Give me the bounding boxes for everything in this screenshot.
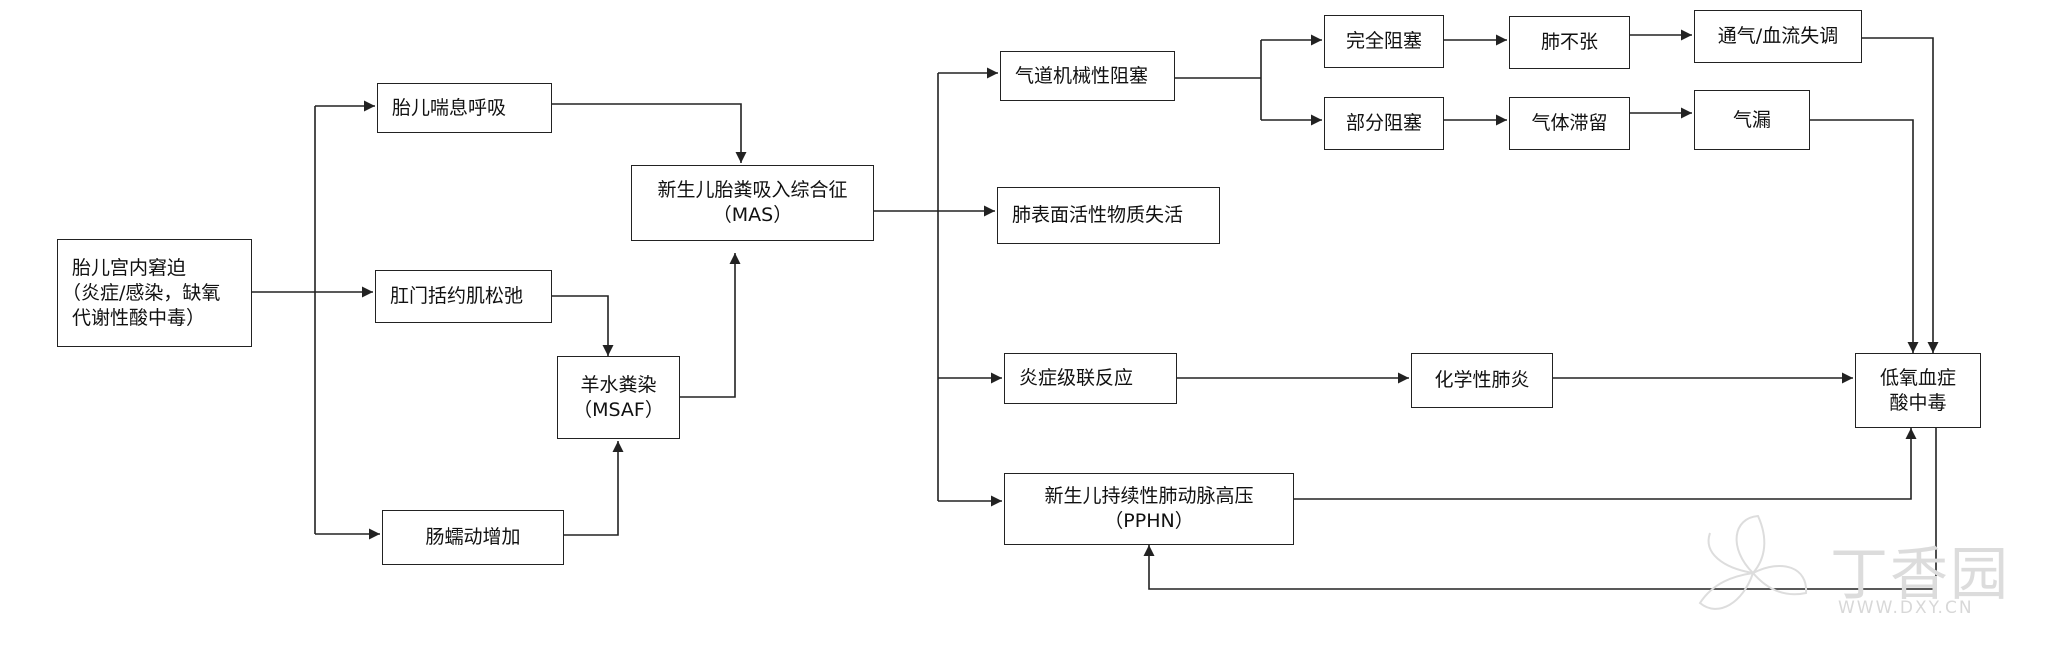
- air-leak-label: 气漏: [1732, 108, 1771, 131]
- anal-sphincter-label: 肛门括约肌松弛: [390, 285, 524, 307]
- partial-obstruction-label: 部分阻塞: [1345, 112, 1422, 134]
- pphn-line1: 新生儿持续性肺动脉高压: [1044, 485, 1254, 507]
- watermark-brand-text: 丁香园: [1830, 540, 2011, 608]
- node-partial-obstruction: 部分阻塞: [1324, 97, 1444, 150]
- hypoxemia-line1: 低氧血症: [1879, 366, 1956, 389]
- bowel-peristalsis-label: 肠蠕动增加: [425, 526, 521, 548]
- hypoxemia-line2: 酸中毒: [1889, 391, 1947, 414]
- edge-vq-to-hypoxemia: [1862, 37, 1939, 353]
- node-airway-obstruction: 气道机械性阻塞: [1000, 51, 1175, 101]
- vq-mismatch-label: 通气/血流失调: [1717, 25, 1839, 47]
- chemical-pneumonitis-label: 化学性肺炎: [1434, 369, 1530, 391]
- fetal-distress-line2: （炎症/感染，缺氧: [62, 281, 221, 304]
- edge-sphincter-to-msaf: [552, 295, 614, 356]
- node-complete-obstruction: 完全阻塞: [1324, 15, 1444, 68]
- fetal-distress-line3: 代谢性酸中毒）: [72, 306, 206, 329]
- node-anal-sphincter: 肛门括约肌松弛: [375, 270, 552, 323]
- node-pphn: 新生儿持续性肺动脉高压 （PPHN）: [1004, 473, 1294, 545]
- node-chemical-pneumonitis: 化学性肺炎: [1411, 353, 1553, 408]
- node-air-leak: 气漏: [1694, 90, 1810, 150]
- edge-pphn-to-hypoxemia: [1294, 428, 1917, 500]
- node-msaf: 羊水粪染 （MSAF）: [557, 356, 680, 439]
- node-bowel-peristalsis: 肠蠕动增加: [382, 510, 564, 565]
- airway-obstruction-label: 气道机械性阻塞: [1015, 64, 1149, 87]
- node-air-trapping: 气体滞留: [1509, 97, 1630, 150]
- fetal-gasping-label: 胎儿喘息呼吸: [392, 96, 507, 119]
- fetal-distress-line1: 胎儿宫内窘迫: [72, 256, 187, 279]
- edge-peristalsis-to-msaf: [564, 441, 624, 536]
- mas-line1: 新生儿胎粪吸入综合征: [657, 179, 848, 201]
- node-vq-mismatch: 通气/血流失调: [1694, 10, 1862, 63]
- inflammatory-reaction-label: 炎症级联反应: [1019, 367, 1134, 389]
- node-inflammatory-reaction: 炎症级联反应: [1004, 353, 1177, 404]
- node-fetal-gasping: 胎儿喘息呼吸: [377, 83, 552, 133]
- edge-airleak-to-hypoxemia: [1810, 119, 1919, 353]
- msaf-line2: （MSAF）: [573, 398, 664, 421]
- atelectasis-label: 肺不张: [1540, 31, 1598, 53]
- msaf-line1: 羊水粪染: [580, 373, 657, 396]
- complete-obstruction-label: 完全阻塞: [1345, 30, 1422, 52]
- node-fetal-distress: 胎儿宫内窘迫 （炎症/感染，缺氧 代谢性酸中毒）: [57, 239, 252, 347]
- node-hypoxemia-acidosis: 低氧血症 酸中毒: [1855, 353, 1981, 428]
- air-trapping-label: 气体滞留: [1531, 112, 1608, 134]
- node-atelectasis: 肺不张: [1509, 16, 1630, 69]
- node-surfactant-inactivation: 肺表面活性物质失活: [997, 187, 1220, 244]
- surfactant-inactivation-label: 肺表面活性物质失活: [1012, 204, 1184, 226]
- edge-msaf-to-mas: [680, 253, 741, 398]
- edge-hypoxemia-feedback: [1143, 428, 1937, 590]
- mas-line2: （MAS）: [712, 204, 793, 226]
- node-mas: 新生儿胎粪吸入综合征 （MAS）: [631, 165, 874, 241]
- watermark-flower-icon: [1698, 514, 1808, 610]
- edge-gasping-to-mas: [552, 103, 747, 163]
- pphn-line2: （PPHN）: [1104, 510, 1194, 532]
- watermark-url-text: WWW.DXY.CN: [1838, 598, 1974, 618]
